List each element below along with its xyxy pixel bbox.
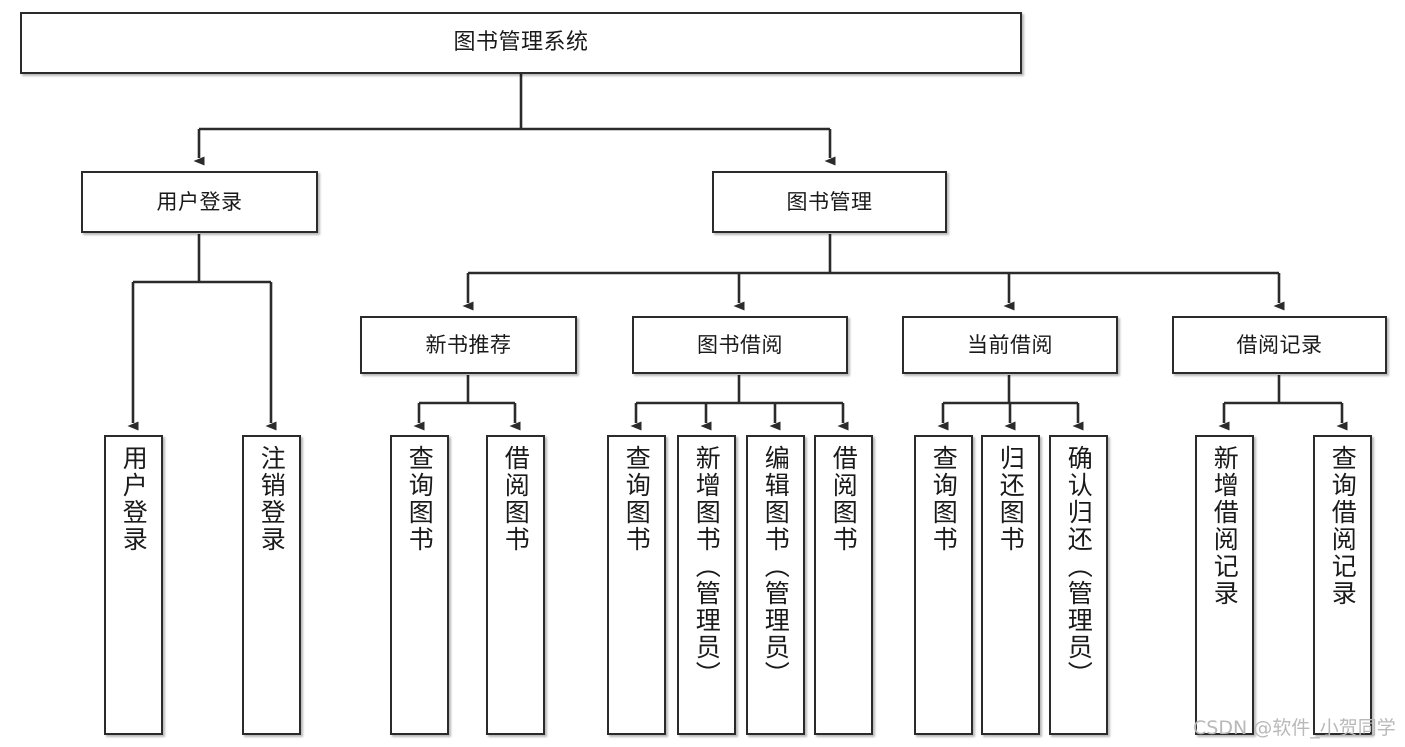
leaf-borrow-edit-book-admin[interactable]: 编辑图书（管理员） (746, 435, 805, 735)
leaf-user-login-logout[interactable]: 注销登录 (242, 435, 301, 735)
node-label: 确认归还（管理员） (1064, 445, 1094, 688)
node-label: 用户登录 (156, 189, 243, 214)
node-label: 新增图书（管理员） (692, 445, 722, 688)
node-label: 查询图书 (929, 445, 959, 553)
node-label: 用户登录 (119, 445, 149, 553)
node-new-book-recommend[interactable]: 新书推荐 (360, 316, 577, 374)
node-label: 图书管理系统 (453, 30, 589, 56)
node-label: 借阅图书 (829, 445, 859, 553)
leaf-current-query-book[interactable]: 查询图书 (914, 435, 973, 735)
node-label: 新增借阅记录 (1210, 445, 1240, 607)
node-label: 借阅图书 (501, 445, 531, 553)
node-label: 新书推荐 (425, 332, 512, 357)
leaf-borrow-query-book[interactable]: 查询图书 (607, 435, 666, 735)
leaf-new-book-borrow[interactable]: 借阅图书 (486, 435, 545, 735)
node-label: 归还图书 (996, 445, 1026, 553)
leaf-current-return-book[interactable]: 归还图书 (981, 435, 1040, 735)
leaf-borrow-add-book-admin[interactable]: 新增图书（管理员） (677, 435, 736, 735)
node-current-borrow[interactable]: 当前借阅 (902, 316, 1118, 374)
node-label: 查询图书 (622, 445, 652, 553)
node-label: 注销登录 (257, 445, 287, 553)
leaf-user-login-login[interactable]: 用户登录 (104, 435, 163, 735)
leaf-borrow-borrow-book[interactable]: 借阅图书 (814, 435, 873, 735)
leaf-new-book-query[interactable]: 查询图书 (390, 435, 449, 735)
node-book-management[interactable]: 图书管理 (712, 171, 947, 233)
node-label: 图书借阅 (697, 332, 783, 357)
leaf-current-confirm-return-admin[interactable]: 确认归还（管理员） (1049, 435, 1108, 735)
node-label: 查询图书 (405, 445, 435, 553)
leaf-record-add-record[interactable]: 新增借阅记录 (1195, 435, 1254, 735)
node-label: 查询借阅记录 (1328, 445, 1358, 607)
node-borrow-record[interactable]: 借阅记录 (1172, 316, 1387, 374)
leaf-record-query-record[interactable]: 查询借阅记录 (1313, 435, 1372, 735)
node-root-system[interactable]: 图书管理系统 (20, 12, 1022, 74)
node-label: 借阅记录 (1236, 332, 1323, 357)
node-label: 当前借阅 (967, 332, 1053, 357)
csdn-watermark: CSDN @软件_小贺同学 (1193, 717, 1396, 739)
node-user-login[interactable]: 用户登录 (81, 171, 318, 233)
node-label: 图书管理 (786, 189, 873, 214)
node-book-borrow[interactable]: 图书借阅 (632, 316, 848, 374)
node-label: 编辑图书（管理员） (761, 445, 791, 688)
